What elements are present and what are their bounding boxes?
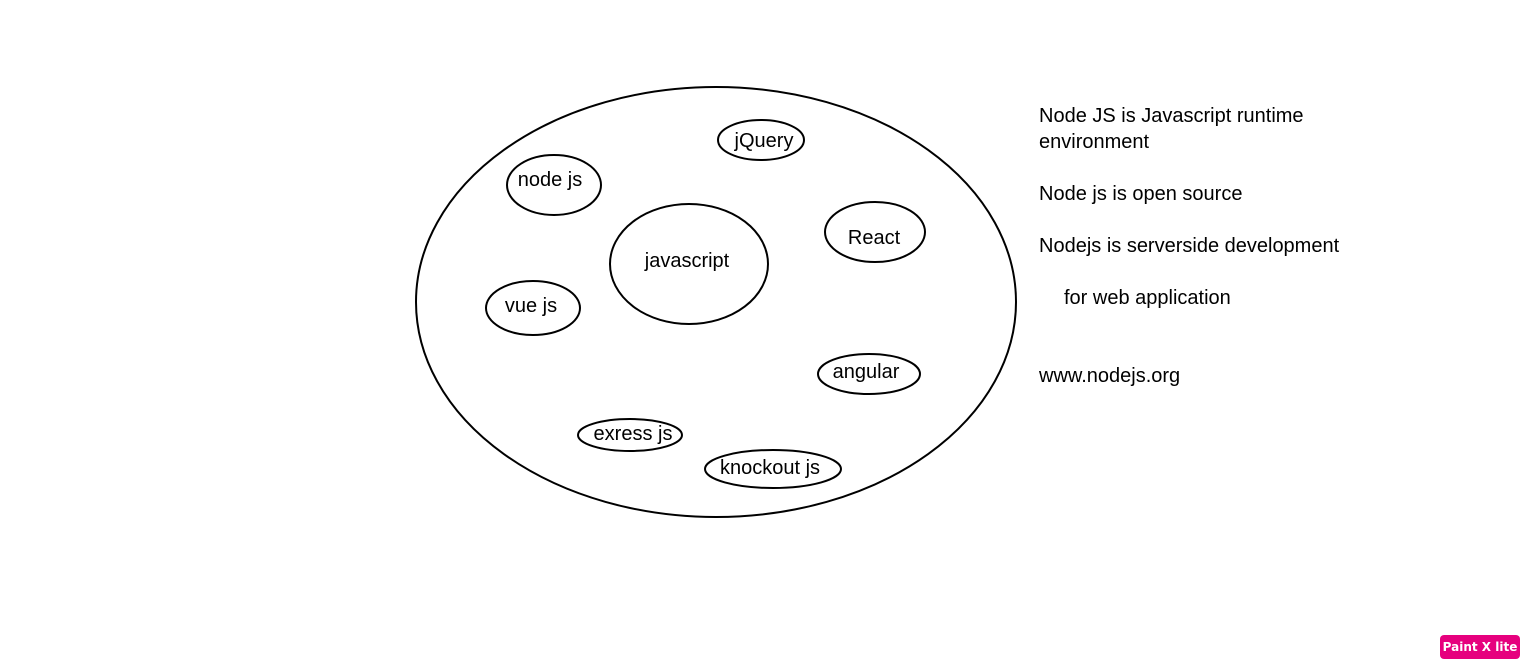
note-runtime-line1: Node JS is Javascript runtime — [1039, 105, 1304, 127]
knockout-js-ellipse — [704, 449, 842, 489]
note-website-url: www.nodejs.org — [1039, 365, 1181, 387]
paint-x-lite-watermark: Paint X lite — [1440, 635, 1520, 659]
express-js-ellipse — [577, 418, 683, 452]
note-runtime-line2: environment — [1039, 131, 1150, 153]
vue-js-ellipse — [485, 280, 581, 336]
note-open-source: Node js is open source — [1039, 183, 1243, 205]
javascript-label: javascript — [644, 250, 730, 272]
node-js-label: node js — [518, 169, 583, 191]
react-label: React — [848, 227, 901, 249]
vue-js-label: vue js — [505, 295, 557, 317]
jquery-ellipse — [717, 119, 805, 161]
angular-label: angular — [833, 361, 900, 383]
node-js-ellipse — [506, 154, 602, 216]
note-serverside: Nodejs is serverside development — [1039, 235, 1340, 257]
outer-ellipse — [415, 86, 1017, 518]
angular-ellipse — [817, 353, 921, 395]
javascript-ellipse — [609, 203, 769, 325]
react-ellipse — [824, 201, 926, 263]
jquery-label: jQuery — [734, 130, 794, 152]
note-web-application: for web application — [1064, 287, 1231, 309]
express-js-label: exress js — [594, 423, 673, 445]
knockout-js-label: knockout js — [720, 457, 820, 479]
